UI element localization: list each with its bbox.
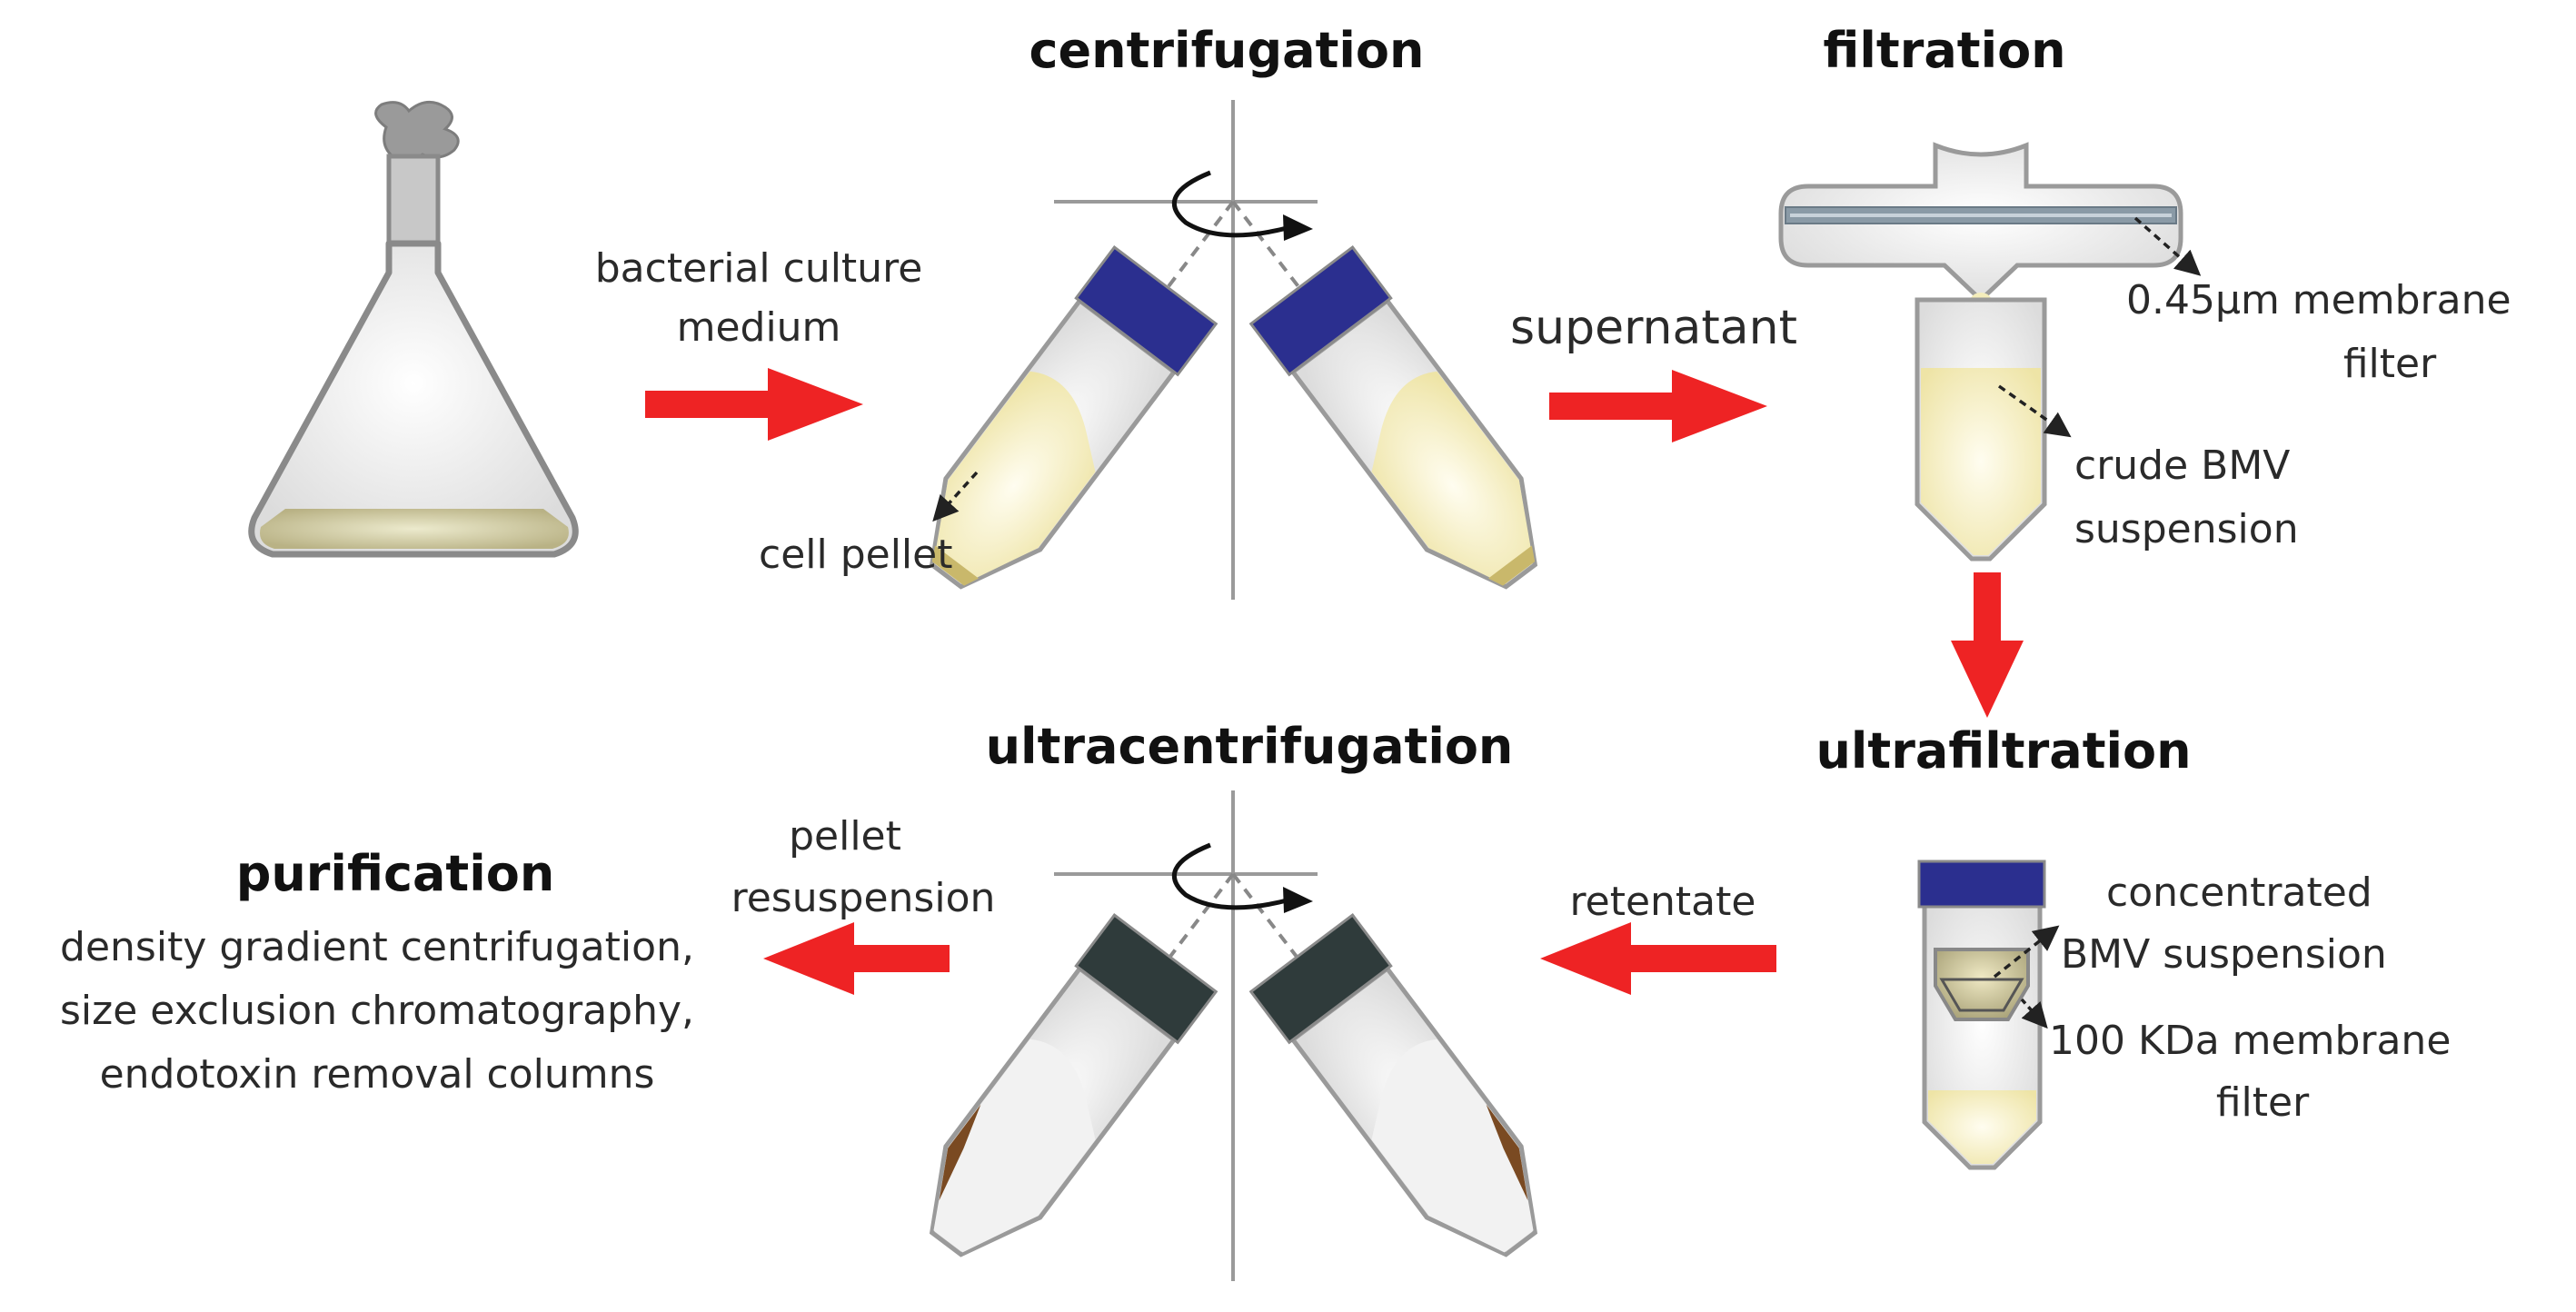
right-ultracentrifuge-tube-icon	[1248, 913, 1538, 1257]
label-pellet-line1: pellet	[789, 813, 901, 860]
label-purification-line3: endotoxin removal columns	[99, 1051, 655, 1098]
membrane-filter-pointer	[2133, 216, 2202, 276]
right-centrifuge-tube-icon	[1248, 245, 1538, 590]
step-title-filtration: filtration	[1823, 22, 2066, 79]
label-retentate: retentate	[1569, 879, 1756, 925]
label-membrane-filter-line1: 0.45μm membrane	[2126, 277, 2511, 323]
step-title-purification: purification	[235, 845, 555, 902]
label-concentrated-line1: concentrated	[2106, 870, 2372, 916]
label-culture-line1: bacterial culture	[594, 245, 923, 292]
arrow-to-centrifugation	[645, 368, 863, 441]
left-centrifuge-tube-icon	[929, 245, 1218, 590]
collection-tube-icon	[1915, 297, 2047, 562]
label-culture-line2: medium	[676, 304, 841, 351]
label-pellet-line2: resuspension	[731, 875, 996, 921]
left-ultracentrifuge-tube-icon	[929, 913, 1218, 1257]
label-purification-line1: density gradient centrifugation,	[60, 924, 694, 970]
label-supernatant: supernatant	[1510, 301, 1797, 355]
arrow-to-ultracentrifugation	[1540, 922, 1776, 995]
label-purification-line2: size exclusion chromatography,	[59, 988, 695, 1034]
label-kda-line1: 100 KDa membrane	[2049, 1018, 2452, 1064]
syringe-filter-icon	[1778, 142, 2183, 311]
label-membrane-filter-line2: filter	[2342, 341, 2437, 387]
step-title-centrifugation: centrifugation	[1029, 22, 1425, 79]
step-title-ultrafiltration: ultrafiltration	[1815, 722, 2192, 780]
cell-pellet-pointer	[932, 471, 979, 522]
erlenmeyer-flask-icon	[248, 100, 579, 558]
arrow-to-filtration	[1549, 370, 1767, 442]
concentrated-bmv-pointer	[1993, 925, 2060, 979]
label-kda-line2: filter	[2215, 1079, 2310, 1126]
label-cell-pellet: cell pellet	[759, 532, 953, 578]
arrow-to-ultrafiltration	[1951, 572, 2024, 718]
label-crude-line1: crude BMV	[2074, 442, 2291, 489]
label-crude-line2: suspension	[2074, 506, 2299, 552]
arrow-to-purification	[763, 922, 950, 995]
step-title-ultracentrifugation: ultracentrifugation	[985, 718, 1514, 775]
label-concentrated-line2: BMV suspension	[2061, 931, 2387, 978]
crude-bmv-pointer	[1997, 384, 2072, 438]
ultrafiltration-device-icon	[1917, 860, 2046, 1170]
